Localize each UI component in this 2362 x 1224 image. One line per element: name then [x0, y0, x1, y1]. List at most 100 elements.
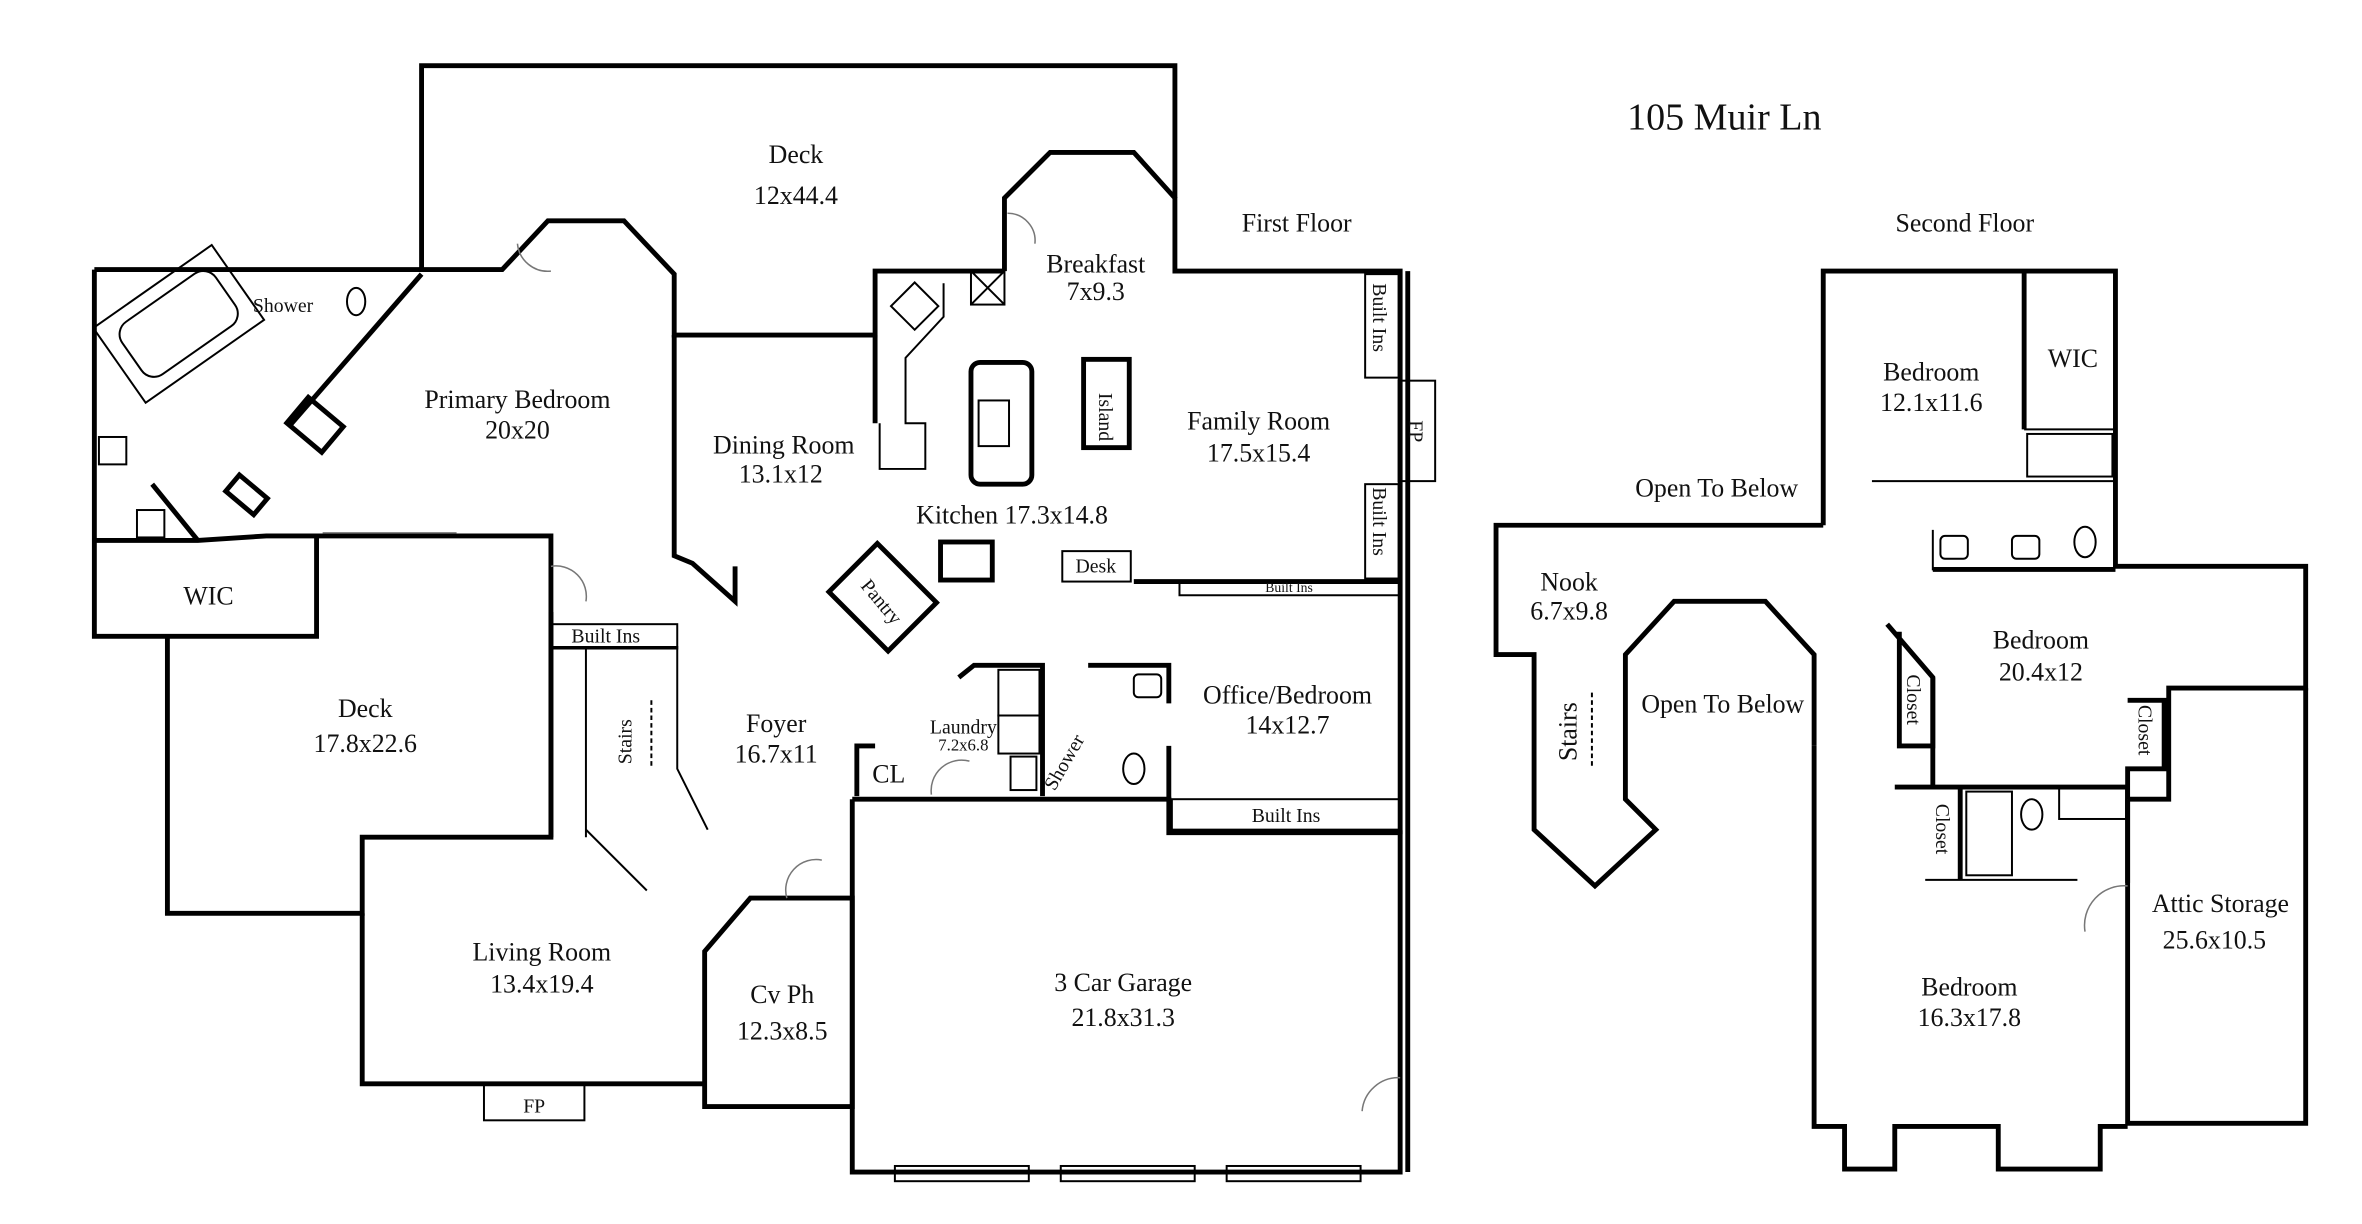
room-name: Dining Room [713, 431, 855, 460]
desk [1061, 550, 1132, 583]
attic-door-swing [2083, 885, 2128, 932]
primary-bedroom-top-wall [94, 218, 1005, 338]
wic-diagonal-wall [150, 482, 200, 543]
toilet-upper [2073, 525, 2097, 559]
cooktop [977, 399, 1011, 448]
room-size: 21.8x31.3 [1071, 1003, 1174, 1032]
room-foyer: Foyer 16.7x11 [735, 709, 818, 768]
built-ins-fr-bottom [1364, 483, 1400, 580]
room-shower: Shower [253, 295, 314, 317]
room-name: Bedroom [1921, 973, 2017, 1002]
closet-label: Closet [1902, 674, 1924, 725]
room-dining: Dining Room 13.1x12 [713, 431, 855, 489]
fridge [938, 539, 995, 583]
built-ins-label: Built Ins [1265, 580, 1313, 595]
closet-cl: CL [872, 759, 905, 788]
sink-upper-1 [1939, 534, 1969, 560]
bath-wall [957, 662, 1045, 797]
kitchen-counter [878, 283, 945, 470]
room-name: Bedroom [1993, 626, 2089, 655]
room-bedroom-3: Bedroom 16.3x17.8 [1918, 973, 2021, 1032]
room-breakfast: Breakfast 7x9.3 [1046, 250, 1146, 306]
bathtub [91, 243, 266, 405]
second-floor: Second Floor Bedroom 12.1x11.6 WIC Open … [1493, 209, 2309, 1172]
pantry [825, 539, 940, 655]
kitchen-island [968, 359, 1035, 487]
room-cvph: Cv Ph 12.3x8.5 [737, 980, 828, 1046]
room-size: 20.4x12 [1999, 657, 2083, 686]
room-size: 20x20 [485, 416, 550, 445]
room-family: Family Room 17.5x15.4 [1187, 406, 1330, 467]
attic-outline [2125, 688, 2309, 1126]
second-floor-outline [1820, 268, 2309, 802]
laundry-wall [854, 743, 876, 797]
room-name: Deck [769, 140, 824, 169]
room-name: Cv Ph [750, 980, 814, 1009]
room-name: Nook [1540, 568, 1598, 597]
closet-label: Closet [2133, 705, 2155, 756]
open-to-below-1: Open To Below [1635, 473, 1798, 502]
breakfast-bay-wall [1002, 149, 1403, 835]
fireplace-family [1397, 379, 1437, 483]
fireplace-label: FP [523, 1096, 545, 1118]
room-wic-2: WIC [2048, 344, 2098, 373]
built-ins-label: Built Ins [1252, 805, 1321, 827]
room-name: Family Room [1187, 406, 1330, 435]
bath-sink [1132, 673, 1163, 699]
room-attic-storage: Attic Storage 25.6x10.5 [2152, 889, 2289, 955]
room-name: Bedroom [1883, 358, 1979, 387]
room-bedroom-2: Bedroom 20.4x12 [1993, 626, 2089, 687]
room-living: Living Room 13.4x19.4 [472, 938, 611, 999]
island-label: Island [1094, 393, 1116, 441]
room-size: 25.6x10.5 [2163, 925, 2266, 954]
built-ins-label: Built Ins [571, 625, 640, 647]
garage-door-3 [1225, 1164, 1362, 1183]
garage-door-2 [1059, 1164, 1196, 1183]
stairs-label-2: Stairs [1554, 702, 1583, 761]
kitchen-sink [889, 281, 940, 332]
sink-lower [2058, 787, 2128, 820]
room-name: Attic Storage [2152, 889, 2289, 918]
bedroom3-outline [1811, 745, 2128, 1172]
closet-label: Closet [1931, 804, 1953, 855]
room-primary-bedroom: Primary Bedroom 20x20 [424, 385, 610, 444]
stairs [550, 646, 709, 831]
island-2 [1081, 356, 1132, 451]
room-size: 6.7x9.8 [1530, 597, 1608, 626]
fireplace-label: FP [1404, 420, 1426, 442]
room-nook: Nook 6.7x9.8 [1530, 568, 1608, 626]
built-ins-label: Built Ins [1368, 487, 1390, 556]
closet-wall-right [2125, 697, 2167, 800]
second-floor-label: Second Floor [1895, 209, 2034, 238]
room-size: 12.3x8.5 [737, 1017, 828, 1046]
room-size: 12.1x11.6 [1880, 388, 1983, 417]
office-wall [1088, 662, 1172, 704]
room-kitchen: Kitchen 17.3x14.8 [916, 501, 1108, 530]
nook-outline [1493, 522, 1824, 890]
room-name: Laundry [930, 717, 997, 739]
room-name: Breakfast [1046, 250, 1146, 279]
room-deck-top: Deck 12x44.4 [754, 140, 838, 210]
room-size: 12x44.4 [754, 181, 838, 210]
room-name: 3 Car Garage [1054, 968, 1192, 997]
washer [997, 668, 1041, 717]
primary-closet-box-2 [222, 471, 271, 519]
room-size: 17.8x22.6 [314, 729, 418, 758]
room-size: 7x9.3 [1067, 277, 1125, 306]
primary-closet-box [283, 393, 347, 456]
room-name: Deck [338, 694, 393, 723]
first-floor: First Floor [91, 63, 1437, 1183]
room-size: 13.1x12 [739, 460, 823, 489]
living-room-wall [359, 913, 705, 1087]
sink-primary-2 [135, 509, 166, 539]
built-ins-fr-south [1178, 580, 1402, 597]
dining-wall [671, 335, 738, 607]
stairs-label: Stairs [615, 719, 637, 764]
room-size: 7.2x6.8 [938, 735, 988, 754]
sink-upper-2 [2010, 534, 2041, 560]
tub-upper [2026, 432, 2114, 478]
bath-toilet [1122, 752, 1146, 785]
room-deck-left: Deck 17.8x22.6 [314, 694, 418, 758]
fridge-box-x [970, 270, 1006, 306]
room-garage: 3 Car Garage 21.8x31.3 [1054, 968, 1192, 1032]
